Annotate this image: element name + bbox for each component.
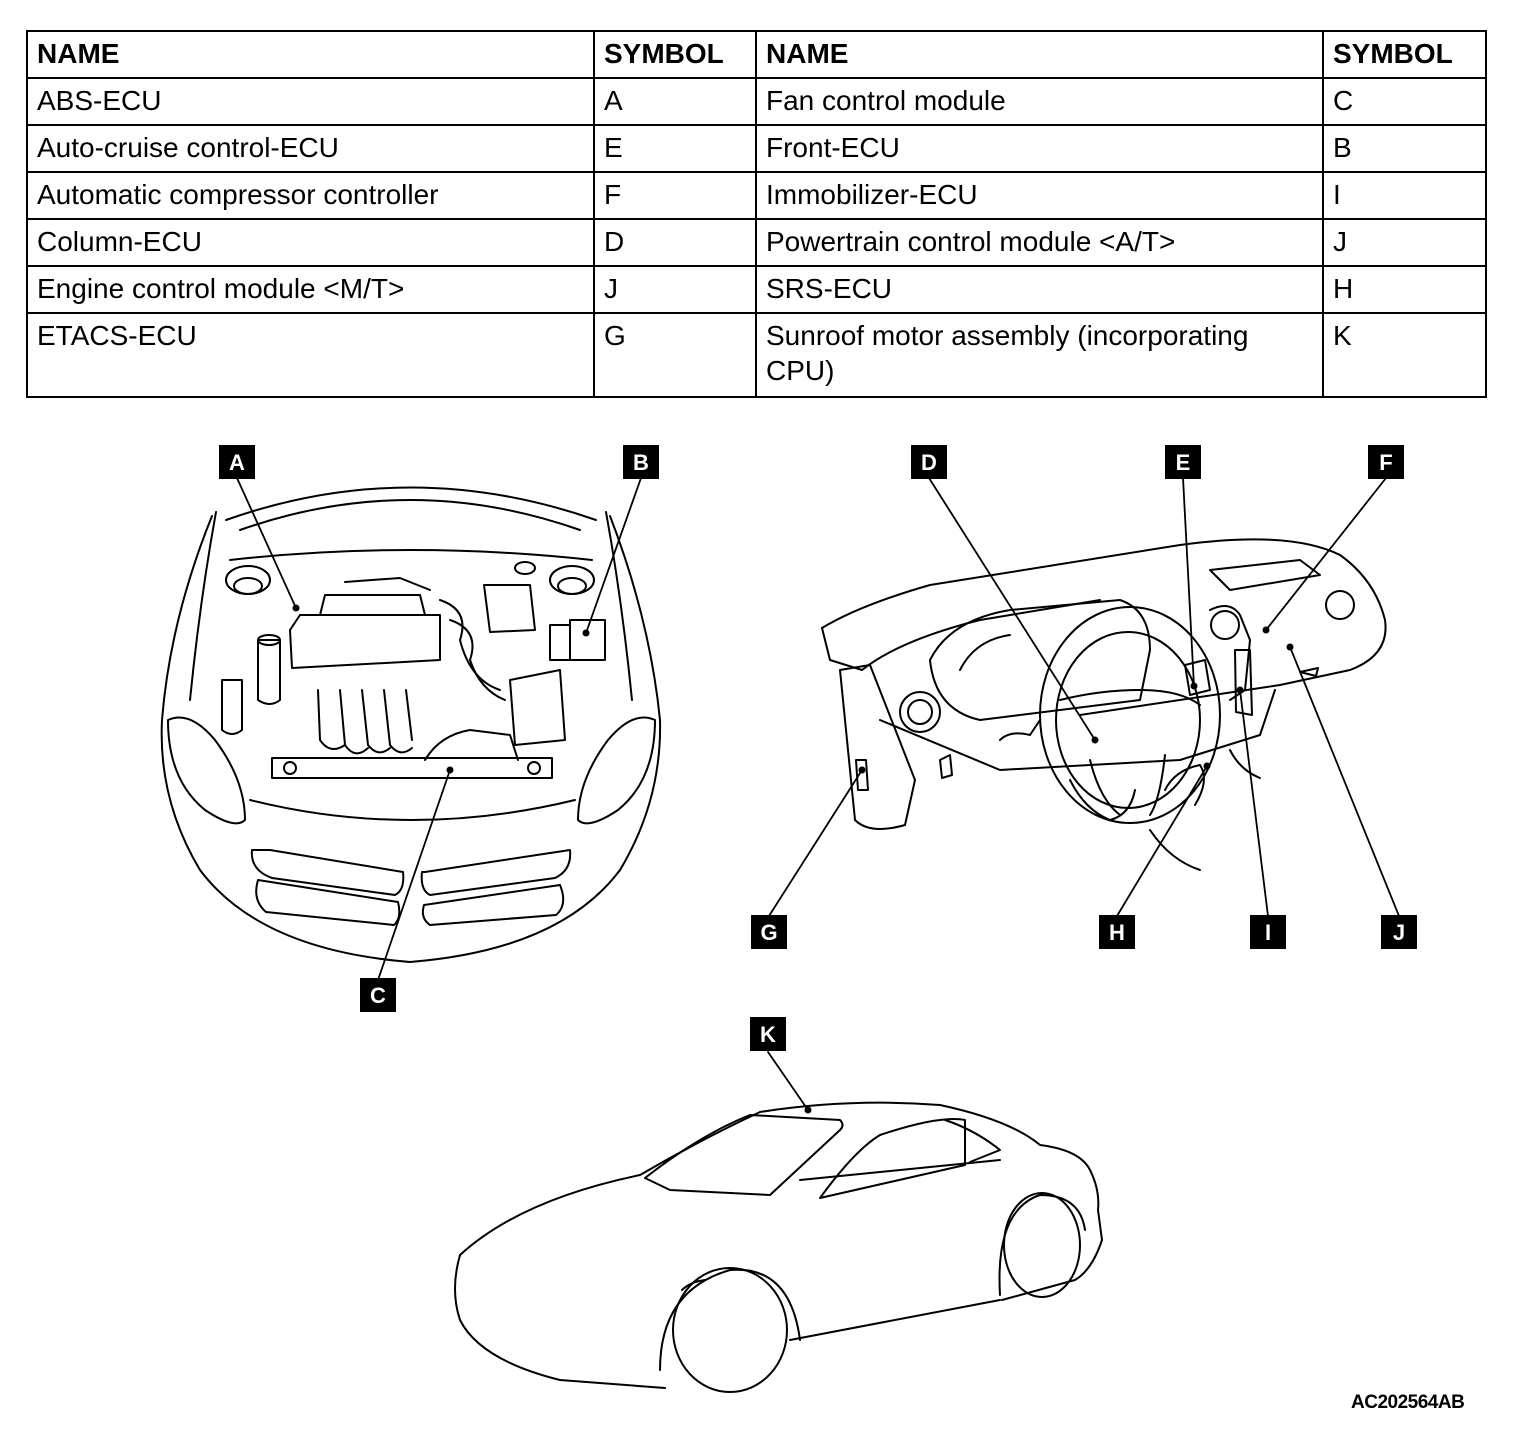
symbol-cell: K [1322, 312, 1487, 398]
instrument-panel-illustration [821, 538, 1387, 871]
name-cell: Engine control module <M/T> [26, 265, 595, 314]
callout-i-label: I [1265, 920, 1271, 945]
callout-a-label: A [229, 450, 245, 475]
name-cell: SRS-ECU [755, 265, 1324, 314]
callout-j: J [1381, 915, 1417, 949]
symbol-cell: I [1322, 171, 1487, 220]
header-name-2: NAME [755, 30, 1324, 79]
callout-k-label: K [760, 1022, 776, 1047]
engine-bay-illustration [160, 486, 662, 963]
header-symbol-1: SYMBOL [593, 30, 757, 79]
header-name-1: NAME [26, 30, 595, 79]
callout-j-label: J [1393, 920, 1405, 945]
car-side-illustration [454, 1101, 1103, 1393]
callout-a: A [219, 445, 255, 479]
symbol-cell: B [1322, 124, 1487, 173]
table-row: Automatic compressor controller F Immobi… [26, 171, 1487, 220]
callout-b-label: B [633, 450, 649, 475]
ecu-location-table: NAME SYMBOL NAME SYMBOL ABS-ECU A Fan co… [26, 30, 1487, 398]
callout-c: C [360, 978, 396, 1012]
table-row: Engine control module <M/T> J SRS-ECU H [26, 265, 1487, 314]
symbol-cell: J [1322, 218, 1487, 267]
callout-g: G [751, 915, 787, 949]
callout-d-label: D [921, 450, 937, 475]
name-cell: Sunroof motor assembly (incorporating CP… [755, 312, 1324, 398]
symbol-cell: H [1322, 265, 1487, 314]
symbol-cell: F [593, 171, 757, 220]
callout-e: E [1165, 445, 1201, 479]
callout-i: I [1250, 915, 1286, 949]
symbol-cell: D [593, 218, 757, 267]
name-cell: Column-ECU [26, 218, 595, 267]
symbol-cell: E [593, 124, 757, 173]
name-cell: ETACS-ECU [26, 312, 595, 398]
callout-c-label: C [370, 983, 386, 1008]
figure-reference-code: AC202564AB [1351, 1392, 1465, 1413]
leader-dots [292, 604, 1294, 1114]
symbol-cell: A [593, 77, 757, 126]
name-cell: Front-ECU [755, 124, 1324, 173]
name-cell: Automatic compressor controller [26, 171, 595, 220]
callout-d: D [911, 445, 947, 479]
name-cell: Fan control module [755, 77, 1324, 126]
name-cell: Auto-cruise control-ECU [26, 124, 595, 173]
callout-b: B [623, 445, 659, 479]
callout-g-label: G [760, 920, 777, 945]
table-header-row: NAME SYMBOL NAME SYMBOL [26, 30, 1487, 79]
symbol-cell: J [593, 265, 757, 314]
callout-e-label: E [1176, 450, 1191, 475]
callout-h-label: H [1109, 920, 1125, 945]
callout-h: H [1099, 915, 1135, 949]
symbol-cell: G [593, 312, 757, 398]
table-row: Auto-cruise control-ECU E Front-ECU B [26, 124, 1487, 173]
leader-lines [236, 477, 1400, 1111]
table-row: Column-ECU D Powertrain control module <… [26, 218, 1487, 267]
name-cell: Immobilizer-ECU [755, 171, 1324, 220]
header-symbol-2: SYMBOL [1322, 30, 1487, 79]
table-row: ETACS-ECU G Sunroof motor assembly (inco… [26, 312, 1487, 398]
symbol-cell: C [1322, 77, 1487, 126]
table-row: ABS-ECU A Fan control module C [26, 77, 1487, 126]
name-cell: ABS-ECU [26, 77, 595, 126]
name-cell: Powertrain control module <A/T> [755, 218, 1324, 267]
callout-k: K [750, 1017, 786, 1051]
callout-labels: A B C D E F G H [219, 445, 1417, 1051]
callout-f-label: F [1379, 450, 1392, 475]
callout-f: F [1368, 445, 1404, 479]
